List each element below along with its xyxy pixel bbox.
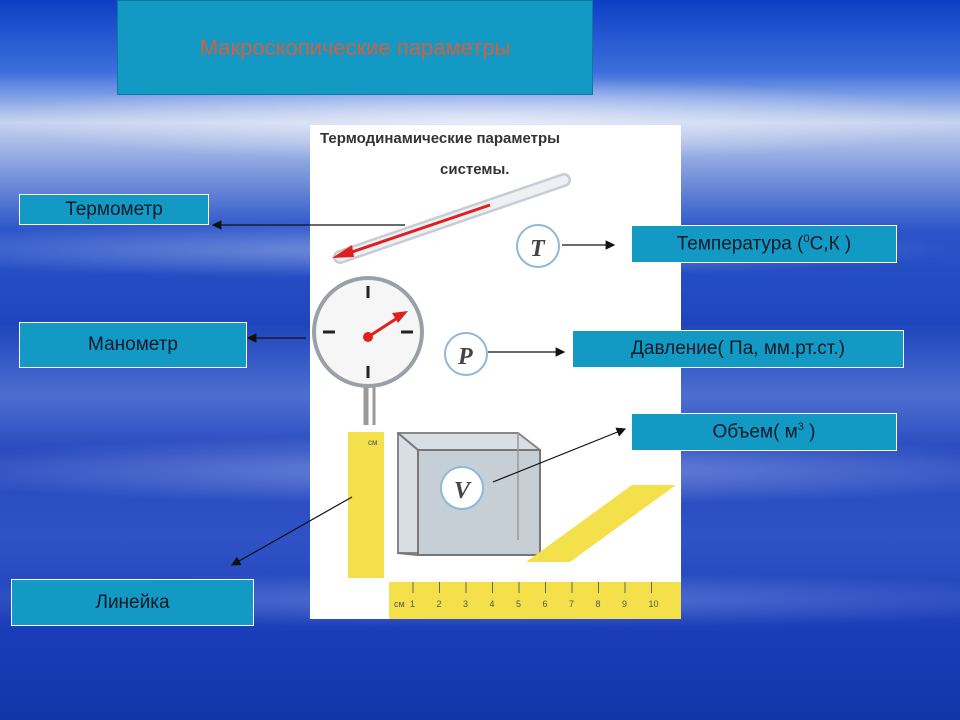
horizontal-ruler-icon: 1 2 3 4 5 6 7 8 9 10 см	[389, 582, 681, 619]
ruler-tick-label: 6	[543, 599, 548, 609]
symbol-v: V	[454, 478, 472, 504]
symbol-p: P	[457, 344, 473, 370]
vertical-ruler-icon: см	[348, 432, 384, 578]
volume-prefix: Объем( м	[712, 421, 798, 443]
volume-sup: 3	[797, 420, 804, 433]
volume-label: Объем( м3 )	[631, 413, 897, 451]
figure-heading-line2: системы.	[440, 161, 509, 178]
diagonal-ruler-icon	[526, 485, 676, 562]
thermometer-label-text: Термометр	[65, 198, 163, 220]
temperature-sup: 0	[803, 232, 810, 245]
thermometer-icon	[332, 173, 571, 264]
volume-suffix: )	[803, 421, 816, 443]
manometer-label-text: Манометр	[88, 334, 178, 355]
cube-icon: V	[397, 432, 541, 556]
ruler-tick-label: 10	[649, 599, 659, 609]
manometer-icon	[312, 276, 424, 425]
vertical-ruler-unit: см	[368, 438, 378, 447]
ruler-label-text: Линейка	[95, 591, 170, 613]
temperature-symbol-icon: T	[516, 224, 560, 268]
temperature-label-text: Температура (0С,К )	[677, 233, 852, 255]
ruler-tick-label: 7	[569, 599, 574, 609]
symbol-t: T	[530, 236, 546, 262]
ruler-tick-label: 3	[463, 599, 468, 609]
ruler-tick-label: 8	[596, 599, 601, 609]
temperature-label: Температура (0С,К )	[631, 225, 897, 263]
ruler-tick-label: 1	[410, 599, 415, 609]
temperature-suffix: С,К )	[809, 233, 852, 255]
ruler-label: Линейка	[11, 579, 254, 626]
figure-illustration: Термодинамические параметры системы. T	[312, 130, 681, 619]
volume-label-text: Объем( м3 )	[713, 421, 816, 443]
pressure-label-text: Давление( Па, мм.рт.ст.)	[631, 338, 845, 359]
slide-title: Макроскопические параметры	[199, 34, 511, 60]
ruler-tick-label: 2	[437, 599, 442, 609]
manometer-label: Манометр	[19, 322, 247, 368]
pressure-symbol-icon: P	[444, 332, 488, 376]
thermometer-label: Термометр	[19, 194, 209, 225]
thermodynamic-figure: Термодинамические параметры системы. T	[310, 125, 681, 619]
figure-heading-line1: Термодинамические параметры	[320, 130, 560, 147]
horizontal-ruler-unit: см	[394, 599, 405, 609]
ruler-tick-label: 5	[516, 599, 521, 609]
title-box: Макроскопические параметры	[117, 0, 593, 95]
ruler-tick-label: 4	[490, 599, 495, 609]
ruler-tick-label: 9	[622, 599, 627, 609]
pressure-label: Давление( Па, мм.рт.ст.)	[572, 330, 904, 368]
temperature-prefix: Температура (	[676, 233, 804, 255]
